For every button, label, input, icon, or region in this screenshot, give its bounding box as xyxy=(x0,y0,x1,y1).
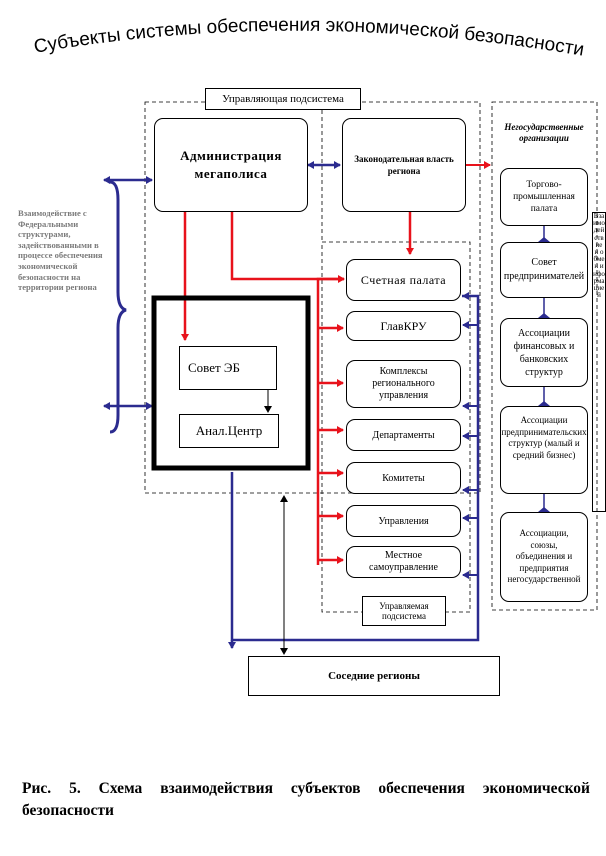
figure-caption: Рис. 5. Схема взаимодействия субъектов о… xyxy=(22,780,590,819)
side-vertical-text: Взаимодействие и обмен информацией xyxy=(592,212,606,512)
council-eb-box: Совет ЭБ xyxy=(179,346,277,390)
non-state-item: Ассоциации финансовых и банковских струк… xyxy=(500,318,588,387)
administration-box: Администрация мегаполиса xyxy=(154,118,308,212)
legislative-box: Законодательная власть региона xyxy=(342,118,466,212)
diagram-title: Субъекты системы обеспечения экономическ… xyxy=(32,15,585,61)
managed-item: Местное самоуправление xyxy=(346,546,461,578)
non-state-item: Совет предпринимателей xyxy=(500,242,588,298)
eb-frame xyxy=(151,295,311,471)
managed-item: ГлавКРУ xyxy=(346,311,461,341)
managing-subsystem-frame xyxy=(144,101,481,494)
non-state-item: Торгово-промышленная палата xyxy=(500,168,588,226)
non-state-item: Ассоциации, союзы, объединения и предпри… xyxy=(500,512,588,602)
managed-item: Управления xyxy=(346,505,461,537)
managed-item: Комплексы регионального управления xyxy=(346,360,461,408)
non-state-item: Ассоциации предпринимательских структур … xyxy=(500,406,588,494)
federal-brace xyxy=(109,180,127,434)
anal-center-box: Анал.Центр xyxy=(179,414,279,448)
managed-item: Комитеты xyxy=(346,462,461,494)
managed-item: Департаменты xyxy=(346,419,461,451)
managed-item: Счетная палата xyxy=(346,259,461,301)
neighbors-box: Соседние регионы xyxy=(248,656,500,696)
non-state-frame xyxy=(491,101,598,611)
non-state-label: Негосударственные организации xyxy=(504,122,584,143)
managed-subsystem-label: Управляемая подсистема xyxy=(362,596,446,626)
managing-subsystem-label: Управляющая подсистема xyxy=(205,88,361,110)
federal-note: Взаимодействие с Федеральными структурам… xyxy=(18,208,103,293)
